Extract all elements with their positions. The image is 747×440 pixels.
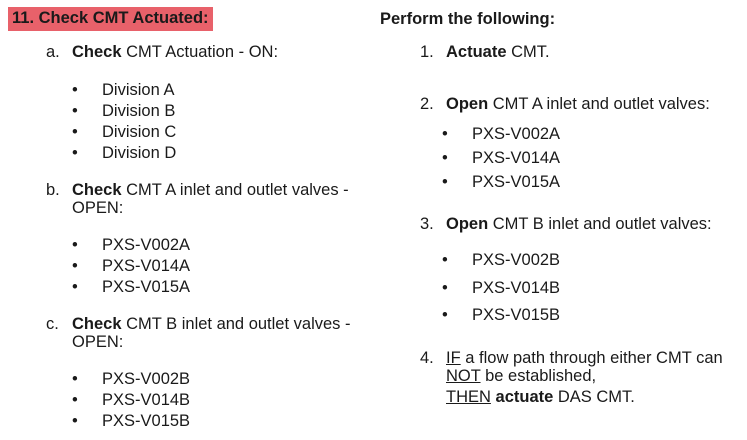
substep-a-text: Check CMT Actuation - ON:: [72, 42, 278, 63]
substep-c-line2: OPEN:: [72, 333, 124, 351]
list-item: PXS-V014B: [72, 390, 190, 411]
list-item: PXS-V015B: [442, 305, 560, 326]
substep-a-marker: a.: [46, 43, 60, 61]
list-item: Division D: [72, 143, 176, 164]
list-item: Division C: [72, 122, 176, 143]
action-4-line2: NOT be established,: [446, 366, 596, 387]
action-4-l1-text: a flow path through either CMT can: [460, 349, 723, 367]
substep-a-rest: CMT Actuation - ON:: [121, 43, 279, 61]
action-4-verb: actuate: [495, 388, 554, 406]
substep-b-verb: Check: [72, 181, 122, 199]
action-4-line1: IF a flow path through either CMT can: [446, 348, 723, 369]
list-item: Division B: [72, 101, 176, 122]
substep-b-marker: b.: [46, 181, 60, 199]
list-item: Division A: [72, 80, 175, 101]
action-4-marker: 4.: [420, 349, 434, 367]
substep-b-rest: CMT A inlet and outlet valves -: [121, 181, 349, 199]
action-4-l3-text: DAS CMT.: [553, 388, 635, 406]
list-item: PXS-V015A: [72, 277, 190, 298]
action-3-verb: Open: [446, 215, 489, 233]
action-3-rest: CMT B inlet and outlet valves:: [488, 215, 712, 233]
list-item: PXS-V015A: [442, 172, 560, 193]
list-item: PXS-V015B: [72, 411, 190, 432]
substep-b-line2: OPEN:: [72, 199, 124, 217]
substep-c-text: Check CMT B inlet and outlet valves -: [72, 314, 351, 335]
action-4-line3: THEN actuate DAS CMT.: [446, 387, 635, 408]
if-keyword: IF: [446, 349, 461, 367]
action-1-text: Actuate CMT.: [446, 42, 550, 63]
action-3-marker: 3.: [420, 215, 434, 233]
then-keyword: THEN: [446, 388, 491, 406]
list-item: PXS-V002A: [72, 235, 190, 256]
list-item: PXS-V002B: [72, 369, 190, 390]
action-2-rest: CMT A inlet and outlet valves:: [488, 95, 710, 113]
substep-a-verb: Check: [72, 43, 122, 61]
action-3-text: Open CMT B inlet and outlet valves:: [446, 214, 712, 235]
step-title: 11. Check CMT Actuated:: [8, 7, 213, 31]
action-2-marker: 2.: [420, 95, 434, 113]
substep-c-verb: Check: [72, 315, 122, 333]
action-4-l2-text: be established,: [480, 367, 597, 385]
substep-c-rest: CMT B inlet and outlet valves -: [121, 315, 351, 333]
action-2-text: Open CMT A inlet and outlet valves:: [446, 94, 710, 115]
list-item: PXS-V002A: [442, 124, 560, 145]
right-column-header: Perform the following:: [380, 10, 556, 28]
list-item: PXS-V014A: [72, 256, 190, 277]
list-item: PXS-V014A: [442, 148, 560, 169]
action-1-rest: CMT.: [506, 43, 550, 61]
action-1-verb: Actuate: [446, 43, 507, 61]
list-item: PXS-V014B: [442, 278, 560, 299]
list-item: PXS-V002B: [442, 250, 560, 271]
substep-b-text: Check CMT A inlet and outlet valves -: [72, 180, 349, 201]
substep-c-marker: c.: [46, 315, 59, 333]
not-keyword: NOT: [446, 367, 481, 385]
action-2-verb: Open: [446, 95, 489, 113]
action-1-marker: 1.: [420, 43, 434, 61]
